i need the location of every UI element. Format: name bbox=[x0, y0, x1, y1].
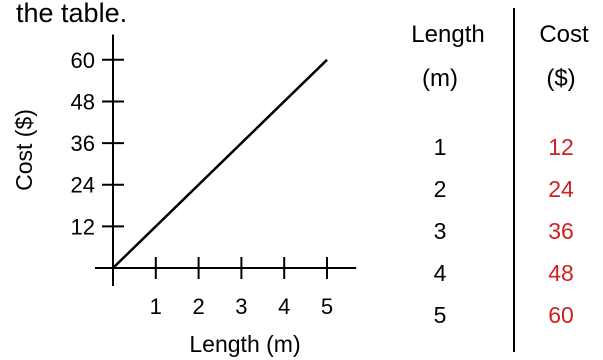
y-tick-label: 60 bbox=[71, 48, 95, 73]
table-cell-cost: 48 bbox=[548, 260, 574, 286]
table-cell-length: 1 bbox=[434, 134, 447, 160]
table-cell-cost: 36 bbox=[548, 218, 574, 244]
x-tick-label: 5 bbox=[321, 294, 333, 319]
table-header-cost-unit: ($) bbox=[546, 65, 575, 92]
table-cell-length: 5 bbox=[434, 302, 447, 328]
y-tick-label: 36 bbox=[71, 131, 95, 156]
caption-fragment: the table. bbox=[16, 0, 127, 28]
x-axis-ticks: 1 2 3 4 5 bbox=[150, 257, 333, 319]
x-tick-label: 3 bbox=[235, 294, 247, 319]
length-cost-table: Length (m) Cost ($) 1 12 2 24 3 36 4 48 5 60 bbox=[411, 8, 589, 352]
table-header-length: Length bbox=[411, 21, 484, 48]
y-axis-ticks: 12 24 36 48 60 bbox=[71, 48, 124, 239]
table-cell-cost: 60 bbox=[548, 302, 574, 328]
table-cell-length: 3 bbox=[434, 218, 447, 244]
table-cell-length: 2 bbox=[434, 176, 447, 202]
y-tick-label: 48 bbox=[71, 89, 95, 114]
x-tick-label: 1 bbox=[150, 294, 162, 319]
table-header-cost: Cost bbox=[539, 21, 589, 48]
table-cell-cost: 24 bbox=[548, 176, 574, 202]
table-rows: 1 12 2 24 3 36 4 48 5 60 bbox=[434, 134, 574, 328]
series-line bbox=[112, 58, 328, 269]
y-tick-label: 12 bbox=[71, 214, 95, 239]
y-tick-label: 24 bbox=[71, 173, 95, 198]
x-axis-label: Length (m) bbox=[189, 331, 300, 357]
table-header-length-unit: (m) bbox=[422, 65, 458, 92]
series-layer bbox=[112, 58, 328, 269]
x-tick-label: 4 bbox=[278, 294, 290, 319]
table-cell-cost: 12 bbox=[548, 134, 574, 160]
x-tick-label: 2 bbox=[192, 294, 204, 319]
y-axis-label: Cost ($) bbox=[11, 109, 37, 191]
table-cell-length: 4 bbox=[434, 260, 447, 286]
